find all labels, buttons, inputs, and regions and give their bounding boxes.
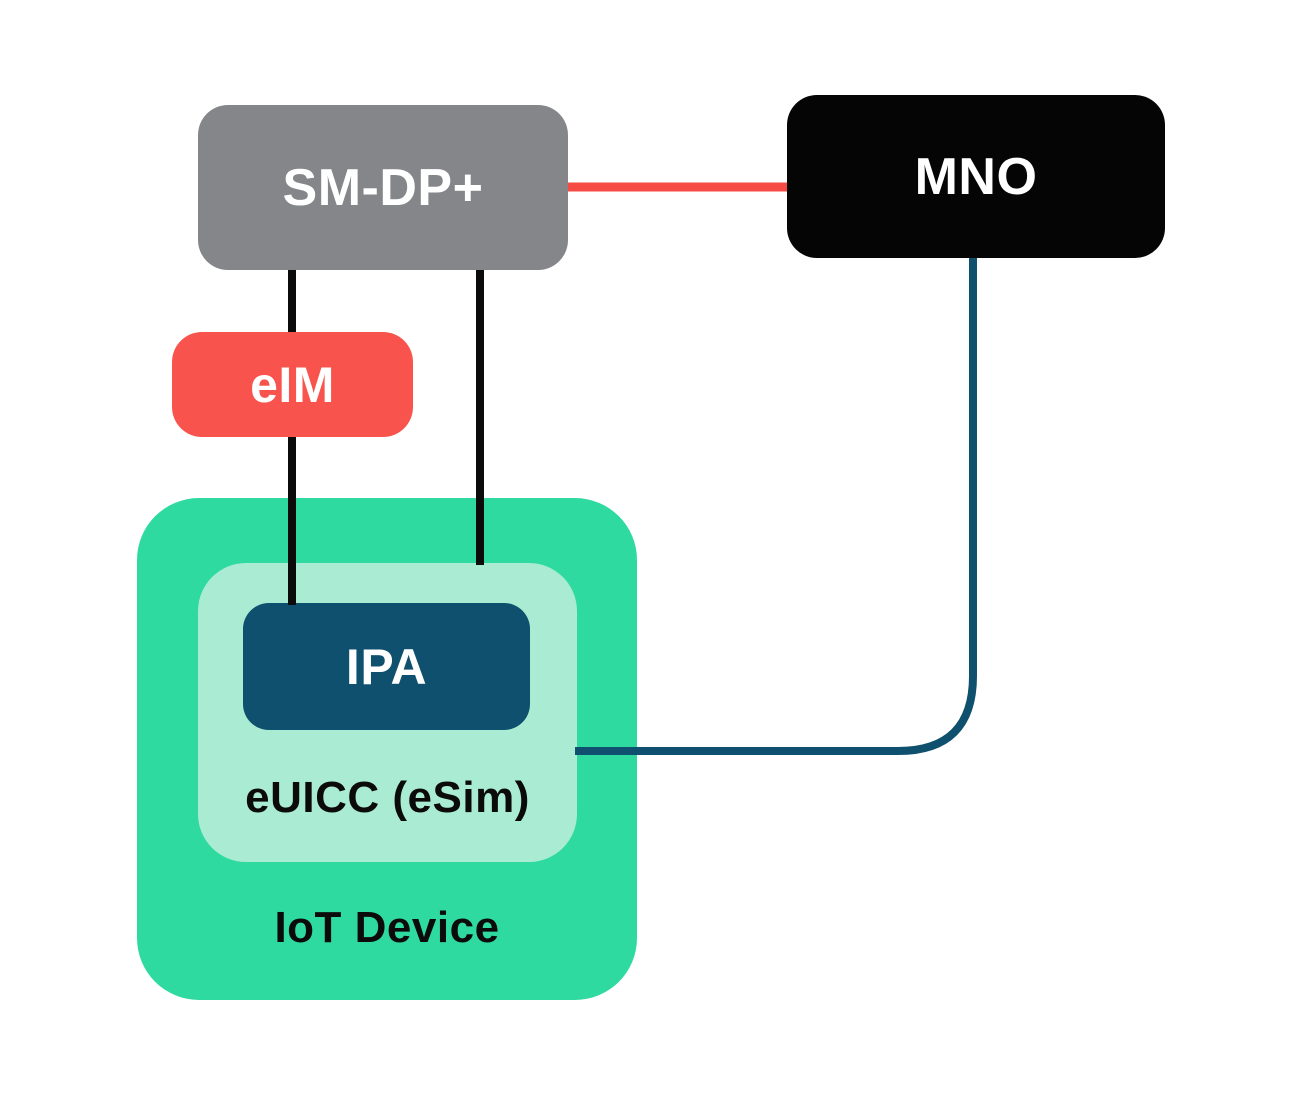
ipa-label: IPA bbox=[345, 638, 428, 695]
iot-device-label: IoT Device bbox=[274, 903, 500, 952]
mno-label: MNO bbox=[914, 147, 1038, 206]
euicc-box: IPA eUICC (eSim) bbox=[198, 563, 577, 862]
eim-box: eIM bbox=[172, 332, 413, 437]
iot-device-box: IPA eUICC (eSim) IoT Device bbox=[137, 498, 637, 1000]
smdp-box: SM-DP+ bbox=[198, 105, 568, 270]
eim-label: eIM bbox=[250, 356, 335, 413]
mno-box: MNO bbox=[787, 95, 1165, 258]
smdp-label: SM-DP+ bbox=[282, 158, 484, 217]
euicc-label: eUICC (eSim) bbox=[245, 773, 530, 822]
ipa-box: IPA bbox=[243, 603, 530, 730]
